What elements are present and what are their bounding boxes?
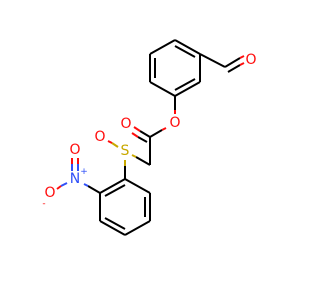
bond	[239, 62, 245, 66]
upper-benzene-ring	[149, 39, 201, 97]
bond	[137, 136, 148, 143]
bond	[131, 132, 139, 138]
bond	[60, 182, 68, 187]
bond	[174, 81, 201, 97]
sulfinyl-oxygen-label: O	[94, 129, 105, 145]
bond	[99, 178, 126, 194]
bond	[161, 127, 167, 131]
bond	[83, 183, 89, 187]
bond	[149, 39, 176, 55]
bond	[104, 184, 126, 197]
bond	[111, 142, 119, 148]
sulfur-label: S	[121, 143, 130, 159]
bond	[239, 55, 245, 59]
bond	[87, 185, 101, 194]
oxide-charge: -	[42, 199, 45, 209]
bond	[133, 126, 141, 132]
bond	[135, 156, 151, 166]
sulfinyl-group: S O	[94, 129, 130, 179]
bond	[227, 64, 241, 73]
bond	[174, 39, 201, 55]
bond	[124, 178, 151, 194]
bond	[224, 57, 241, 68]
nitro-group: N + O O -	[42, 142, 101, 209]
bond	[124, 220, 151, 236]
bond	[104, 217, 126, 230]
molecule-structure: O O O S O	[42, 39, 257, 236]
bond	[174, 45, 196, 58]
carbonyl-oxygen-label: O	[120, 116, 131, 132]
bond	[139, 130, 151, 138]
bond	[199, 53, 226, 68]
ester-group: O O	[120, 96, 181, 166]
bond	[107, 140, 113, 144]
bond	[174, 78, 196, 91]
nitrogen-charge: +	[80, 167, 88, 177]
aldehyde-oxygen-label: O	[245, 52, 256, 68]
bond	[149, 129, 163, 138]
nitro-oxide-label: O	[44, 185, 55, 201]
aldehyde-group: O	[199, 52, 257, 73]
nitrogen-label: N	[70, 171, 80, 187]
bond	[99, 220, 126, 236]
bond	[131, 154, 137, 158]
ester-oxygen-label: O	[169, 115, 180, 131]
bond	[149, 81, 176, 97]
nitro-oxygen-label: O	[69, 142, 80, 158]
bond	[56, 185, 62, 190]
lower-benzene-ring	[99, 178, 151, 236]
